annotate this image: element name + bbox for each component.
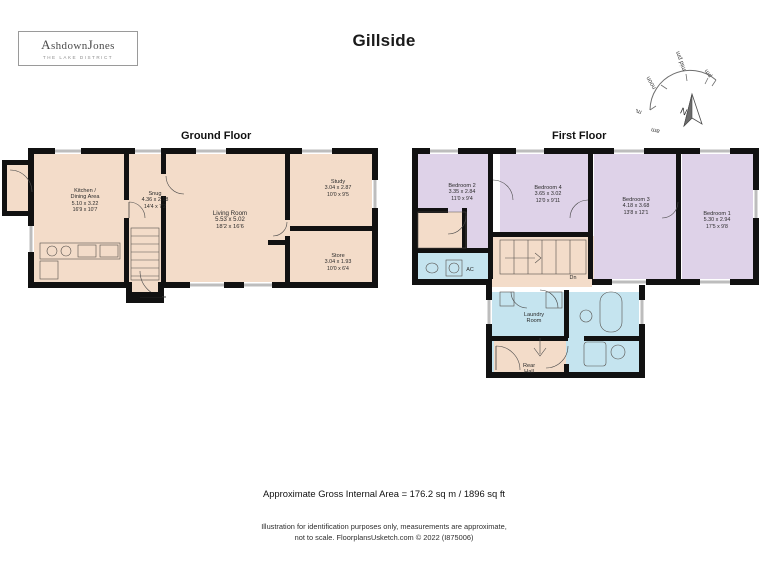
room-name: Kitchen / bbox=[74, 188, 96, 194]
room-name-second-line: Dining Area bbox=[70, 194, 100, 201]
svg-text:noon: noon bbox=[645, 75, 658, 91]
room-name: Living Room bbox=[212, 210, 248, 217]
room-imperial: 13'8 x 12'1 bbox=[623, 209, 649, 216]
room-label-laundry-room: Laundry Room bbox=[505, 312, 563, 325]
room-label-store: Store 3.04 x 1.93 10'0 x 6'4 bbox=[298, 253, 378, 272]
room-label-living-room: Living Room 5.53 x 5.02 18'2 x 16'6 bbox=[180, 210, 280, 231]
floorplan-drawing bbox=[0, 140, 768, 410]
first-floor-windows bbox=[430, 148, 759, 324]
bathroom-fixtures-left bbox=[425, 259, 463, 277]
room-imperial: 18'2 x 16'6 bbox=[216, 224, 244, 231]
svg-text:mid pm: mid pm bbox=[674, 50, 688, 71]
room-name-second-line: Hall bbox=[524, 369, 534, 376]
compass-arc bbox=[649, 69, 717, 111]
room-label-bedroom-2: Bedroom 2 3.35 x 2.84 11'0 x 9'4 bbox=[426, 183, 498, 202]
disclaimer: Illustration for identification purposes… bbox=[0, 521, 768, 543]
room-imperial: 12'0 x 9'11 bbox=[535, 197, 561, 204]
svg-text:pm: pm bbox=[703, 68, 714, 79]
ground-floor-doors bbox=[9, 169, 288, 298]
room-imperial: 10'0 x 6'4 bbox=[327, 265, 349, 272]
svg-text:N: N bbox=[679, 105, 689, 117]
room-metric: 3.04 x 1.93 bbox=[324, 259, 352, 266]
room-name: Bedroom 2 bbox=[448, 183, 476, 189]
first-floor-plan bbox=[412, 148, 759, 378]
room-imperial: 17'5 x 9'8 bbox=[706, 223, 728, 230]
room-metric: 4.36 x 2.18 bbox=[141, 197, 169, 204]
airing-cupboard-shape bbox=[417, 211, 467, 249]
room-imperial: 14'4 x 7'2 bbox=[144, 203, 166, 210]
room-name: Study bbox=[330, 179, 346, 185]
ground-floor-stairs bbox=[130, 227, 160, 281]
page-title: Gillside bbox=[352, 31, 416, 50]
room-label-rear-hall: Rear Hall bbox=[504, 363, 554, 376]
ashdownjones-logo: AshdownJones THE LAKE DISTRICT bbox=[18, 31, 138, 66]
first-floor-doors bbox=[492, 179, 679, 371]
ground-floor-title: Ground Floor bbox=[181, 130, 252, 142]
shower-room-fixtures bbox=[583, 341, 626, 367]
kitchen-fixtures bbox=[39, 242, 121, 280]
room-metric: 3.04 x 2.87 bbox=[324, 185, 352, 192]
room-name: Bedroom 3 bbox=[622, 197, 650, 203]
brand-name-rest2: ones bbox=[93, 40, 115, 52]
first-floor-title: First Floor bbox=[552, 130, 607, 142]
brand-initial-a: A bbox=[41, 37, 51, 52]
sun-path-compass: N mid am am noon mid pm pm bbox=[636, 48, 736, 138]
brand-name: AshdownJones bbox=[41, 37, 115, 53]
room-imperial: 16'9 x 10'7 bbox=[72, 207, 98, 214]
ground-floor-plan bbox=[2, 148, 378, 303]
room-metric: 3.65 x 3.02 bbox=[534, 191, 562, 198]
room-name: Store bbox=[331, 253, 345, 259]
room-imperial: 10'0 x 9'5 bbox=[327, 191, 349, 198]
svg-text:am: am bbox=[650, 126, 660, 135]
room-name: Bedroom 1 bbox=[703, 211, 731, 217]
room-name: Rear bbox=[522, 363, 536, 369]
disclaimer-line-1: Illustration for identification purposes… bbox=[261, 522, 507, 531]
room-name: Bedroom 4 bbox=[534, 185, 562, 191]
room-label-study: Study 3.04 x 2.87 10'0 x 9'5 bbox=[298, 179, 378, 198]
ground-floor-windows bbox=[28, 148, 378, 288]
room-label-kitchen-dining: Kitchen / Dining Area 5.10 x 3.22 16'9 x… bbox=[40, 188, 130, 213]
room-label-bedroom-3: Bedroom 3 4.18 x 3.68 13'8 x 12'1 bbox=[600, 197, 672, 216]
room-label-snug: Snug 4.36 x 2.18 14'4 x 7'2 bbox=[119, 191, 191, 210]
laundry-fixtures bbox=[499, 291, 623, 333]
room-label-bedroom-4: Bedroom 4 3.65 x 3.02 12'0 x 9'11 bbox=[512, 185, 584, 204]
room-metric: 3.35 x 2.84 bbox=[448, 189, 476, 196]
room-metric: 5.10 x 3.22 bbox=[71, 200, 99, 207]
room-imperial: 11'0 x 9'4 bbox=[451, 195, 473, 202]
room-name: Snug bbox=[148, 191, 162, 197]
north-arrow: N bbox=[679, 92, 703, 128]
room-metric: 4.18 x 3.68 bbox=[622, 203, 650, 210]
room-label-bedroom-1: Bedroom 1 5.30 x 2.94 17'5 x 9'8 bbox=[682, 211, 752, 230]
brand-name-rest1: shdown bbox=[50, 40, 88, 52]
gross-internal-area: Approximate Gross Internal Area = 176.2 … bbox=[262, 488, 506, 499]
brand-initial-j: J bbox=[87, 37, 94, 52]
disclaimer-line-2: not to scale. FloorplansUsketch.com © 20… bbox=[294, 533, 474, 543]
room-metric: 5.30 x 2.94 bbox=[703, 217, 731, 224]
label-airing-cupboard: AC bbox=[466, 267, 474, 273]
label-stairs-down: Dn bbox=[569, 275, 577, 281]
room-metric: 5.53 x 5.02 bbox=[215, 217, 245, 224]
room-name: Laundry bbox=[523, 312, 545, 318]
first-floor-stairs bbox=[499, 239, 587, 275]
svg-text:mid am: mid am bbox=[636, 102, 643, 116]
room-name-second-line: Room bbox=[526, 318, 542, 325]
brand-tagline: THE LAKE DISTRICT bbox=[42, 55, 114, 60]
